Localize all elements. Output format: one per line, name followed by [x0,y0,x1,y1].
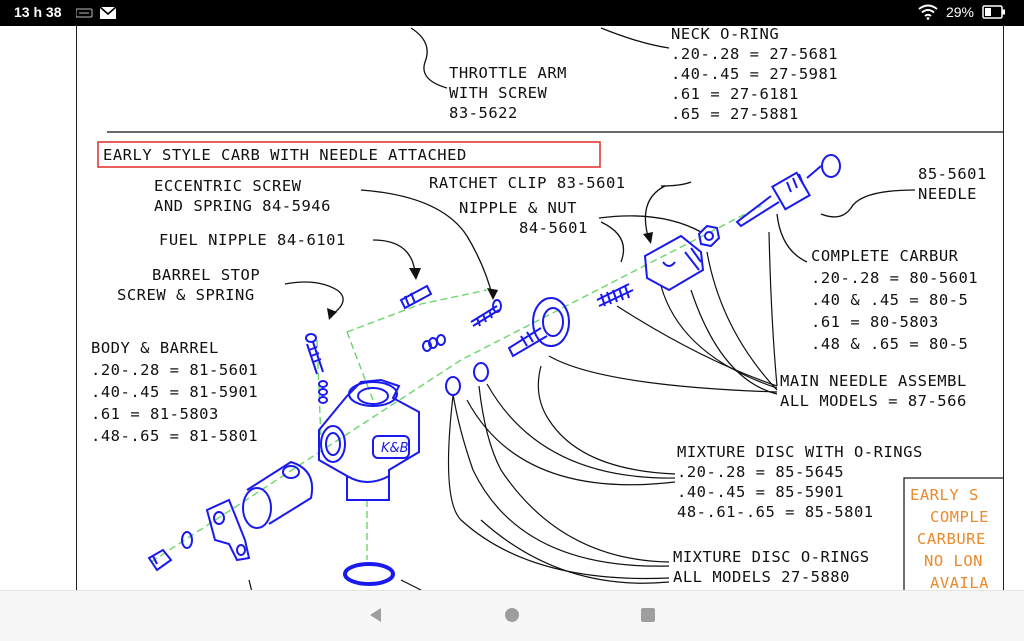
arm-screw-part [147,548,173,572]
barrel-stop-label: BARREL STOP SCREW & SPRING [117,266,270,304]
carb-parts [147,154,841,586]
ratchet-clip-label: RATCHET CLIP 83-5601 [429,174,626,192]
eccentric-screw-part [422,299,502,352]
home-button[interactable] [502,605,522,629]
nut-part [697,224,721,248]
carb-barrel-part [242,460,313,529]
complete-carb-label: COMPLETE CARBUR .20-.28 = 80-5601 .40 & … [811,247,988,353]
system-nav-bar [0,590,1024,641]
mixture-disc-label: MIXTURE DISC WITH O-RINGS .20-.28 = 85-5… [677,443,933,521]
mixture-disc-leaders [466,365,676,486]
neck-oring-part [343,562,395,586]
mixture-orings-label: MIXTURE DISC O-RINGS ALL MODELS 27-5880 [673,548,879,586]
back-icon [370,608,381,622]
neck-oring-label: NECK O-RING .20-.28 = 27-5681 .40-.45 = … [671,26,848,123]
status-bar: 13 h 38 29% [0,0,1024,26]
orange-note: EARLY S COMPLE CARBURE NO LON AVAILA [910,486,999,590]
nipple-spring-part [596,283,634,307]
oring-a [473,362,489,382]
recents-button[interactable] [638,605,658,629]
document-viewer[interactable]: THROTTLE ARM WITH SCREW 83-5622 NECK O-R… [0,26,1024,590]
nipple-nut-label: NIPPLE & NUT 84-5601 [459,199,588,237]
section-title-box [97,141,601,168]
recents-icon [641,608,655,622]
throttle-arm-part [205,498,251,562]
body-barrel-label: BODY & BARREL .20-.28 = 81-5601 .40-.45 … [91,339,268,445]
home-icon [505,608,519,622]
gmail-icon [99,6,117,19]
mixture-oring-leaders [447,385,670,584]
status-right: 29% [918,4,1006,20]
mixture-disc-part [507,297,570,358]
carb-logo: K&B [381,441,409,456]
oring-b [445,376,461,396]
wifi-icon [918,4,938,20]
fuel-nipple-label: FUEL NIPPLE 84-6101 [159,231,346,249]
eccentric-screw-label: ECCENTRIC SCREW AND SPRING 84-5946 [154,177,331,215]
notification-icons [75,6,122,23]
battery-percent: 29% [945,4,974,20]
needle-label: 85-5601 NEEDLE [918,165,997,203]
barrel-stop-part [305,333,328,404]
main-needle-leaders [548,231,778,395]
section-title: EARLY STYLE CARB WITH NEEDLE ATTACHED [103,146,467,164]
photos-notification-icon [75,8,93,18]
carb-body-part [318,378,420,501]
back-button[interactable] [366,605,386,629]
battery-icon [982,5,1005,19]
fuel-nipple-part [399,284,433,310]
washer-part [181,531,193,549]
ratchet-clip-part [643,234,705,292]
throttle-arm-label: THROTTLE ARM WITH SCREW 83-5622 [449,64,577,122]
clock: 13 h 38 [14,4,62,20]
orange-note-box [903,477,1003,590]
document-page: THROTTLE ARM WITH SCREW 83-5622 NECK O-R… [76,26,1004,590]
needle-part [735,154,841,228]
main-needle-label: MAIN NEEDLE ASSEMBL ALL MODELS = 87-566 [780,372,977,410]
exploded-diagram: THROTTLE ARM WITH SCREW 83-5622 NECK O-R… [91,26,1003,590]
